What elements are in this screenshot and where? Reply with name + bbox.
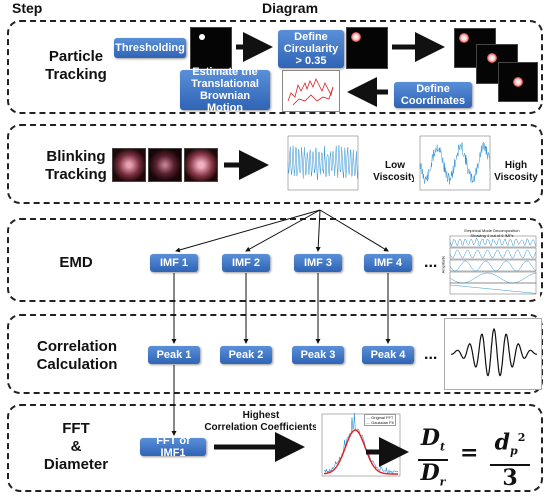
frame-stack-3 <box>498 62 538 102</box>
trajectory-plot <box>282 70 340 112</box>
fft-spectrum <box>321 412 401 477</box>
fft-label: FFT & Diameter <box>43 420 109 473</box>
arrows-to-imfs <box>175 209 389 253</box>
formula-left-fraction: Dt Dr <box>418 426 448 495</box>
arrows-imf-to-peak <box>171 273 391 344</box>
peak-1-button[interactable]: Peak 1 <box>148 346 200 364</box>
blinking-tracking-label: Blinking Tracking <box>45 148 107 183</box>
emd-ellipsis: ... <box>424 254 438 271</box>
peak-2-button[interactable]: Peak 2 <box>220 346 272 364</box>
highest-correlation-text: Highest Correlation Coefficients <box>204 410 318 433</box>
formula: Dt Dr = dp2 3 <box>418 426 542 490</box>
trajectory-trace <box>287 78 334 106</box>
blink-frame-1 <box>112 148 146 182</box>
emd-plot-title-2: Showing 4 out of 6 IMFs <box>470 233 514 238</box>
imf-1-button[interactable]: IMF 1 <box>150 254 198 272</box>
peak-4-button[interactable]: Peak 4 <box>362 346 414 364</box>
correlation-plot <box>444 318 542 390</box>
diagram-header: Diagram <box>262 0 319 16</box>
imf-4-button[interactable]: IMF 4 <box>364 254 412 272</box>
emd-section <box>7 218 543 302</box>
circularity-image <box>346 27 388 69</box>
fft-legend: — Original FFT — Gaussian Fit <box>364 414 396 426</box>
formula-equals: = <box>460 440 479 466</box>
particle-tracking-label: Particle Tracking <box>45 48 107 83</box>
low-viscosity-plot <box>282 134 360 196</box>
blinking-tracking-section <box>7 124 543 204</box>
correlation-label: Correlation Calculation <box>36 338 118 373</box>
high-viscosity-signal <box>419 135 491 191</box>
peak-3-button[interactable]: Peak 3 <box>292 346 344 364</box>
emd-plot: Empirical Mode Decomposition Showing 4 o… <box>440 228 540 298</box>
imf-2-button[interactable]: IMF 2 <box>222 254 270 272</box>
step-header: Step <box>12 0 43 16</box>
particle-tracking-section <box>7 20 543 114</box>
correlation-section <box>7 314 543 394</box>
blink-frame-3 <box>184 148 218 182</box>
high-viscosity-plot <box>414 134 492 196</box>
correlation-ellipsis: ... <box>424 346 438 363</box>
correlation-curve <box>451 327 537 377</box>
emd-label: EMD <box>59 254 93 271</box>
emd-imf-traces <box>449 235 537 295</box>
emd-plot-title-1: Empirical Mode Decomposition <box>464 228 520 233</box>
fft-section <box>7 404 543 492</box>
formula-right-fraction: dp2 3 <box>490 426 530 490</box>
low-viscosity-signal <box>287 135 359 191</box>
imf-3-button[interactable]: IMF 3 <box>294 254 342 272</box>
thresholding-button[interactable]: Thresholding <box>114 38 186 58</box>
blink-frame-2 <box>148 148 182 182</box>
thresholded-image <box>190 27 232 69</box>
